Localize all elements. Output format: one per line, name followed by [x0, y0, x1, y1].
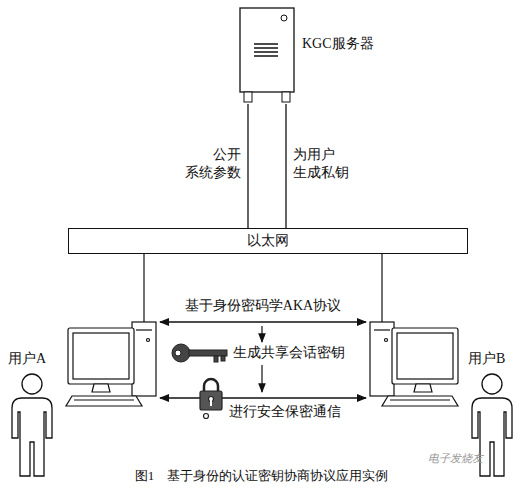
protocol-label: 基于身份密码学AKA协议	[185, 298, 341, 315]
computer-a	[66, 322, 156, 406]
person-icon	[8, 372, 56, 478]
flow-arrow	[261, 326, 262, 342]
key-icon	[172, 344, 227, 362]
user-label: 用户B	[468, 351, 505, 368]
protocol-arrow	[160, 321, 366, 322]
connector-line	[247, 104, 248, 228]
edge-label: 公开 系统参数	[177, 146, 241, 181]
step-label: 生成共享会话密钥	[233, 345, 345, 362]
edge-label: 为用户 生成私钥	[293, 146, 357, 181]
connector-line	[285, 104, 286, 228]
figure-caption: 图1 基于身份的认证密钥协商协议应用实例	[135, 468, 389, 484]
user-node: 用户A	[8, 372, 56, 478]
lock-icon	[200, 379, 222, 419]
ethernet-band: 以太网	[68, 228, 468, 254]
user-label: 用户A	[8, 351, 46, 368]
watermark: 电子发烧友	[428, 452, 483, 465]
server-icon	[238, 6, 296, 104]
network-wire	[143, 254, 144, 322]
band-label: 以太网	[247, 233, 289, 250]
step-label: 进行安全保密通信	[229, 404, 341, 421]
server-node: KGC服务器	[238, 6, 296, 104]
network-wire	[381, 254, 382, 322]
flow-arrow	[261, 365, 262, 392]
server-label: KGC服务器	[302, 36, 374, 53]
comm-arrow	[160, 397, 366, 398]
computer-b	[370, 322, 458, 406]
